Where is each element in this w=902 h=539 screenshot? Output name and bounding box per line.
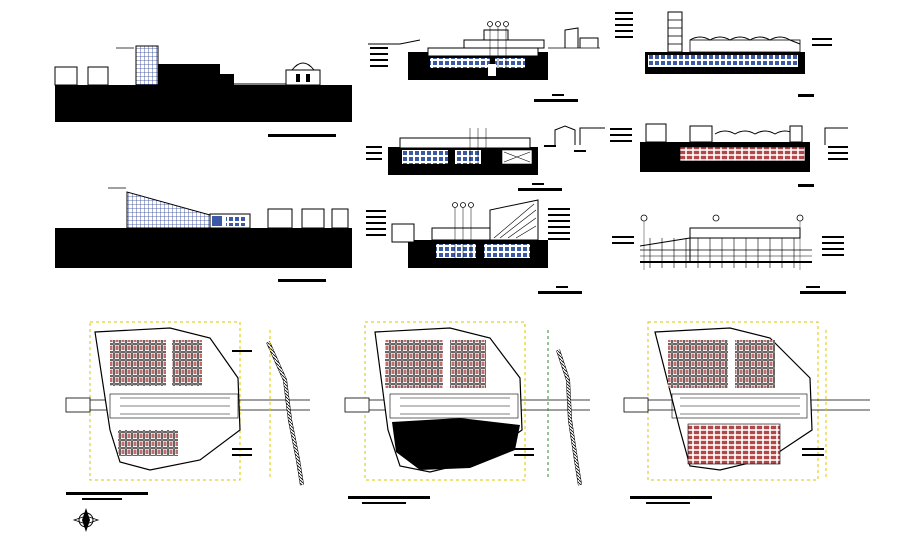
section-5	[366, 199, 582, 294]
plan-3	[623, 321, 870, 504]
plan-2	[344, 321, 590, 504]
section-4	[610, 123, 848, 187]
elevation-1	[54, 45, 352, 137]
section-6	[612, 214, 846, 294]
section-2	[615, 11, 832, 97]
section-1	[368, 21, 600, 102]
section-3	[366, 125, 605, 191]
plan-1	[65, 321, 310, 500]
north-arrow-icon	[72, 508, 100, 532]
elevation-2	[55, 187, 352, 282]
